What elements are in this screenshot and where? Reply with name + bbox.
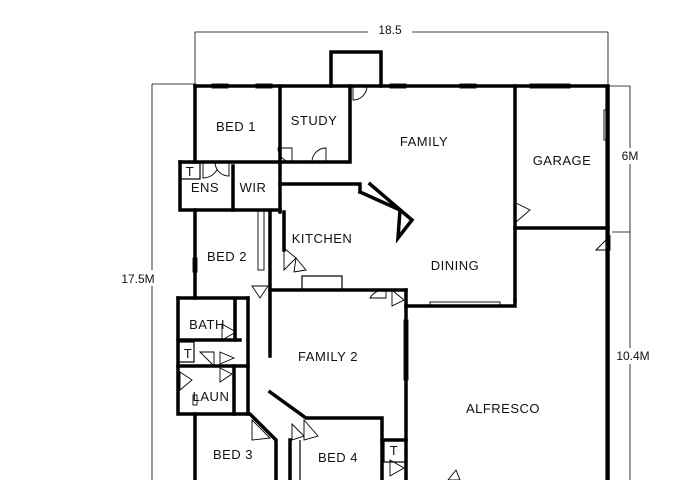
door-swings [179, 85, 611, 480]
dimension-overall-width: 18.5 [378, 23, 402, 37]
room-label-bath: BATH [189, 317, 225, 332]
toilet-label-bath: T [184, 346, 192, 361]
dimension-alfresco-depth: 10.4M [616, 349, 649, 363]
room-label-kitchen: KITCHEN [292, 231, 353, 246]
room-label-garage: GARAGE [533, 153, 592, 168]
fittings [177, 86, 607, 480]
room-label-bed3: BED 3 [213, 447, 253, 462]
room-label-bed4: BED 4 [318, 450, 358, 465]
room-label-study: STUDY [291, 113, 338, 128]
room-label-bed1: BED 1 [216, 119, 256, 134]
room-label-ens: ENS [191, 180, 219, 195]
room-label-family: FAMILY [400, 134, 448, 149]
room-label-bed2: BED 2 [207, 249, 247, 264]
room-label-wir: WIR [240, 180, 267, 195]
room-label-alfresco: ALFRESCO [466, 401, 540, 416]
walls [176, 50, 610, 480]
dimension-garage-depth: 6M [622, 149, 639, 163]
toilet-label-bed4: T [390, 443, 398, 458]
toilet-label-ens: T [186, 164, 194, 179]
dimension-labels: 18.5 17.5M 6M 10.4M [112, 22, 656, 364]
room-labels: BED 1 STUDY FAMILY GARAGE ENS WIR KITCHE… [189, 113, 591, 465]
room-label-family2: FAMILY 2 [298, 349, 358, 364]
room-label-laun: LAUN [193, 389, 230, 404]
dimension-overall-depth: 17.5M [121, 272, 154, 286]
room-label-dining: DINING [431, 258, 480, 273]
toilet-markers: T T T [184, 164, 398, 458]
